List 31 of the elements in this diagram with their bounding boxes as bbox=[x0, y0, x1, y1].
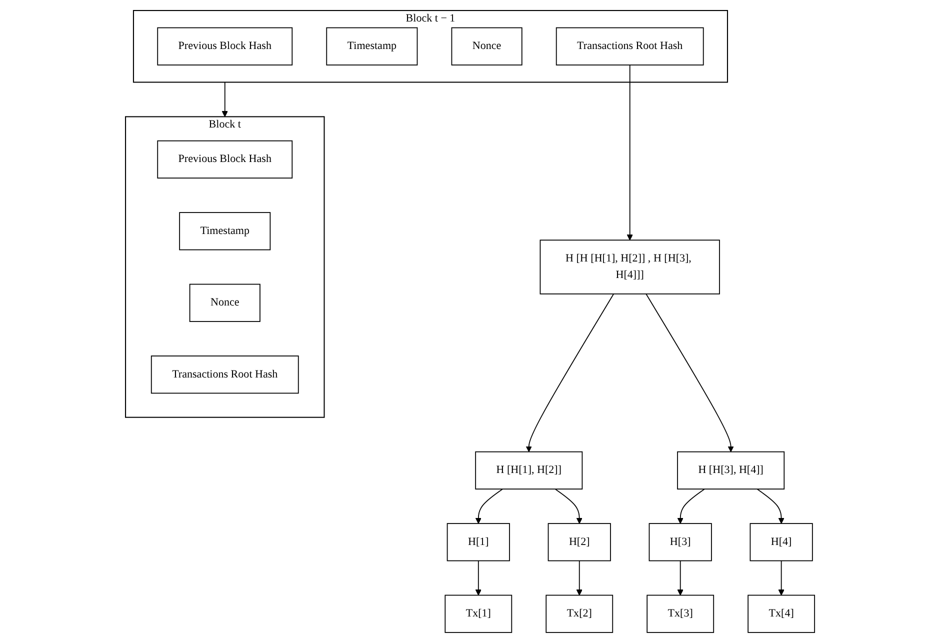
node-box: Tx[2] bbox=[546, 594, 614, 633]
node-box: Tx[3] bbox=[646, 594, 714, 633]
arrow bbox=[526, 293, 614, 452]
arrow bbox=[475, 560, 482, 596]
node-box: Transactions Root Hash bbox=[150, 356, 299, 394]
arrow bbox=[222, 82, 228, 117]
node-box: Previous Block Hash bbox=[157, 140, 293, 179]
node-box: Timestamp bbox=[179, 212, 271, 250]
node-box: H[2] bbox=[548, 523, 611, 562]
arrow bbox=[475, 488, 504, 524]
arrow bbox=[646, 293, 734, 452]
node-box: H[3] bbox=[648, 523, 712, 562]
node-box: H[1] bbox=[446, 523, 510, 562]
arrow bbox=[756, 488, 784, 524]
node-box: H [H [H[1], H[2]] , H [H[3], H[4]]] bbox=[540, 240, 720, 294]
node-box: Tx[4] bbox=[748, 594, 815, 633]
node-box: Previous Block Hash bbox=[157, 27, 293, 66]
arrow bbox=[677, 560, 684, 596]
node-box: Timestamp bbox=[326, 27, 418, 66]
arrow bbox=[778, 560, 784, 596]
arrow bbox=[554, 488, 582, 524]
node-box: H [H[1], H[2]] bbox=[475, 451, 583, 490]
node-box: Nonce bbox=[451, 27, 522, 66]
arrow bbox=[626, 64, 633, 240]
node-box: Tx[1] bbox=[444, 594, 512, 633]
node-box: Transactions Root Hash bbox=[556, 27, 704, 66]
arrow bbox=[576, 560, 582, 596]
node-box: H [H[3], H[4]] bbox=[677, 451, 785, 490]
node-box: Nonce bbox=[189, 284, 260, 322]
arrow bbox=[677, 488, 706, 524]
node-box: H[4] bbox=[750, 523, 813, 562]
